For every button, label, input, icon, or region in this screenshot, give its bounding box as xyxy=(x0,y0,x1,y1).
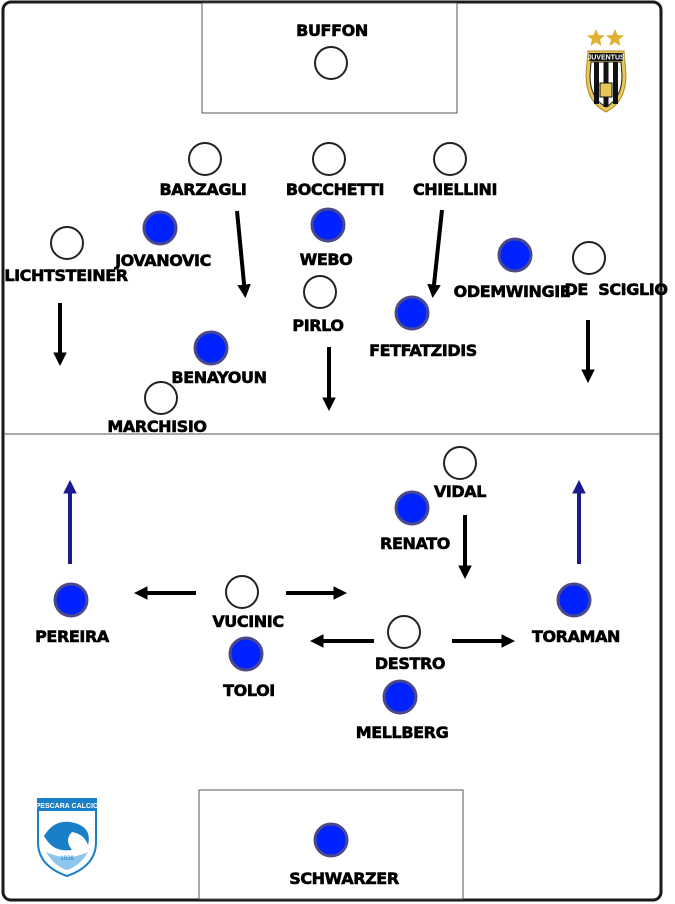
player-marker-renato xyxy=(394,490,430,526)
player-marker-pereira xyxy=(53,582,89,618)
player-marker-webo xyxy=(310,207,346,243)
pescara-crest-icon: PESCARA CALCIO 1936 xyxy=(36,798,99,878)
player-marker-pirlo xyxy=(303,275,337,309)
player-label-de-sciglio: DE SCIGLIO xyxy=(564,280,667,299)
player-label-renato: RENATO xyxy=(380,534,450,553)
top-penalty-box xyxy=(201,2,458,114)
player-marker-de-sciglio xyxy=(572,241,606,275)
player-marker-bocchetti xyxy=(312,142,346,176)
player-label-toloi: TOLOI xyxy=(223,681,275,700)
juventus-crest-icon: JUVENTUS xyxy=(585,29,627,113)
player-marker-odemwingie xyxy=(497,237,533,273)
player-marker-barzagli xyxy=(188,142,222,176)
player-label-lichtsteiner: LICHTSTEINER xyxy=(4,266,127,285)
player-marker-chiellini xyxy=(433,142,467,176)
movement-arrows xyxy=(53,209,595,648)
player-marker-marchisio xyxy=(144,381,178,415)
player-marker-schwarzer xyxy=(313,822,349,858)
player-label-jovanovic: JOVANOVIC xyxy=(114,251,211,270)
player-label-benayoun: BENAYOUN xyxy=(171,368,266,387)
player-marker-fetfatzidis xyxy=(394,295,430,331)
player-label-marchisio: MARCHISIO xyxy=(107,417,206,436)
player-marker-mellberg xyxy=(382,679,418,715)
player-marker-jovanovic xyxy=(142,210,178,246)
player-label-destro: DESTRO xyxy=(375,654,445,673)
player-label-webo: WEBO xyxy=(300,250,353,269)
players-layer: BUFFON BARZAGLI BOCCHETTI CHIELLINI LICH… xyxy=(4,21,668,889)
player-label-fetfatzidis: FETFATZIDIS xyxy=(369,341,477,360)
player-label-pirlo: PIRLO xyxy=(292,316,343,335)
player-marker-toraman xyxy=(556,582,592,618)
player-label-chiellini: CHIELLINI xyxy=(413,180,497,199)
player-marker-destro xyxy=(387,615,421,649)
player-marker-lichtsteiner xyxy=(50,226,84,260)
player-label-odemwingie: ODEMWINGIE xyxy=(454,282,571,301)
player-label-mellberg: MELLBERG xyxy=(356,723,449,742)
player-label-buffon: BUFFON xyxy=(296,21,368,40)
player-label-schwarzer: SCHWARZER xyxy=(289,869,399,888)
juventus-crest-text: JUVENTUS xyxy=(587,55,625,62)
arrow-chiellini xyxy=(427,209,444,299)
arrow-barzagli xyxy=(235,210,251,299)
pescara-crest-year: 1936 xyxy=(60,856,74,862)
bottom-penalty-box xyxy=(198,789,464,900)
player-marker-buffon xyxy=(314,46,348,80)
pitch-boundary xyxy=(1,0,663,902)
player-marker-vucinic xyxy=(225,575,259,609)
player-marker-vidal xyxy=(443,446,477,480)
player-label-vidal: VIDAL xyxy=(434,482,486,501)
player-label-pereira: PEREIRA xyxy=(35,627,110,646)
pescara-crest-text: PESCARA CALCIO xyxy=(36,803,99,810)
player-marker-benayoun xyxy=(193,330,229,366)
player-label-barzagli: BARZAGLI xyxy=(160,180,247,199)
player-label-vucinic: VUCINIC xyxy=(212,612,283,631)
player-marker-toloi xyxy=(228,636,264,672)
player-label-toraman: TORAMAN xyxy=(532,627,620,646)
player-label-bocchetti: BOCCHETTI xyxy=(286,180,384,199)
